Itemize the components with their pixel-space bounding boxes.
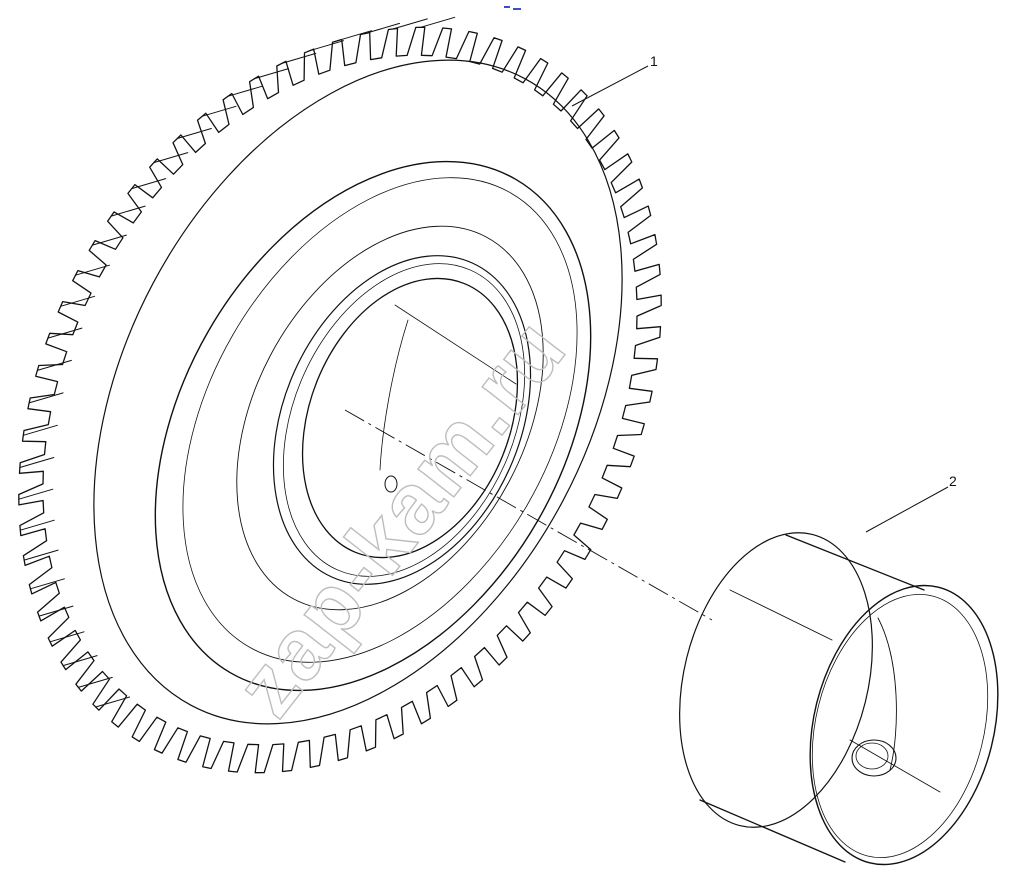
gear-tooth-face-line [95,696,131,708]
gear-tooth-face-line [19,519,55,531]
gear-oil-hole [384,475,398,493]
callout-1: 1 [650,53,658,69]
gear-tooth-face-line [254,68,289,80]
gear-tooth-face-line [153,152,189,164]
gear-bore-collar-inner [282,263,526,577]
gear-tooth-face-line [38,605,74,617]
bushing-front-chamfer [811,594,989,858]
gear-tooth-face-line [29,578,65,590]
bushing-oil-hole [851,739,897,777]
gear-tooth-face-line [36,359,72,371]
bushing-inner-wall [877,617,897,771]
gear-tooth-face-line [176,128,212,139]
gear-tooth-face-line [91,234,127,246]
gear-hub-step [236,225,544,611]
gear-tooth-face-line [281,52,317,64]
gear-tooth-face-line [77,676,113,688]
gear-bore [301,277,519,559]
bushing [679,532,999,866]
bushing-bottom-edge [699,799,846,863]
bushing-rear-edge [679,532,873,828]
leader-line-2 [865,486,949,533]
gear-hub-chamfer [182,177,578,663]
gear-tooth-face-line [309,40,345,52]
gear-tooth-face-line [19,457,55,468]
gear-bore-seam [394,304,517,385]
gear-tooth-face-line [23,549,59,561]
gear-tooth-face-line [420,16,456,28]
gear-tooth-face-line [201,105,237,117]
gear-tooth-face-line [18,488,54,500]
gear-tooth-face-line [392,18,428,30]
leader-lines [571,65,949,533]
gear-tooth-faces [18,16,456,708]
gear-tooth-face-line [47,327,83,339]
gear-bore-collar [272,255,532,585]
gear-bore-shadow [379,319,409,471]
gear-tooth-face-line [60,295,96,307]
bushing-oil-hole-inner [855,742,889,770]
bushing-seam-inner [849,739,941,793]
gear-teeth [18,26,662,774]
gear-tooth-face-line [131,178,167,190]
gear-tooth-face-line [110,205,146,217]
gear-tooth-face-line [49,631,85,643]
gear-hub-face [154,160,592,692]
gear-tooth-face-line [227,85,263,97]
gear-tooth-face-line [365,22,400,34]
gear-tooth-face-line [28,392,64,404]
leader-line-1 [571,65,649,107]
bushing-front-edge [809,584,999,866]
callout-2: 2 [949,473,957,489]
watermark: zap-kam.ru [217,301,584,734]
gear-tooth-face-line [22,424,58,436]
bushing-seam-outer [729,589,833,641]
gear-tooth-face-line [75,264,110,276]
top-mark [504,6,521,10]
helical-gear [18,16,662,774]
gear-tooth-face-line [337,30,372,42]
assembly-axis [344,409,713,621]
gear-rear-rim [93,59,623,725]
bushing-top-edge [785,534,925,591]
gear-tooth-face-line [62,655,98,667]
